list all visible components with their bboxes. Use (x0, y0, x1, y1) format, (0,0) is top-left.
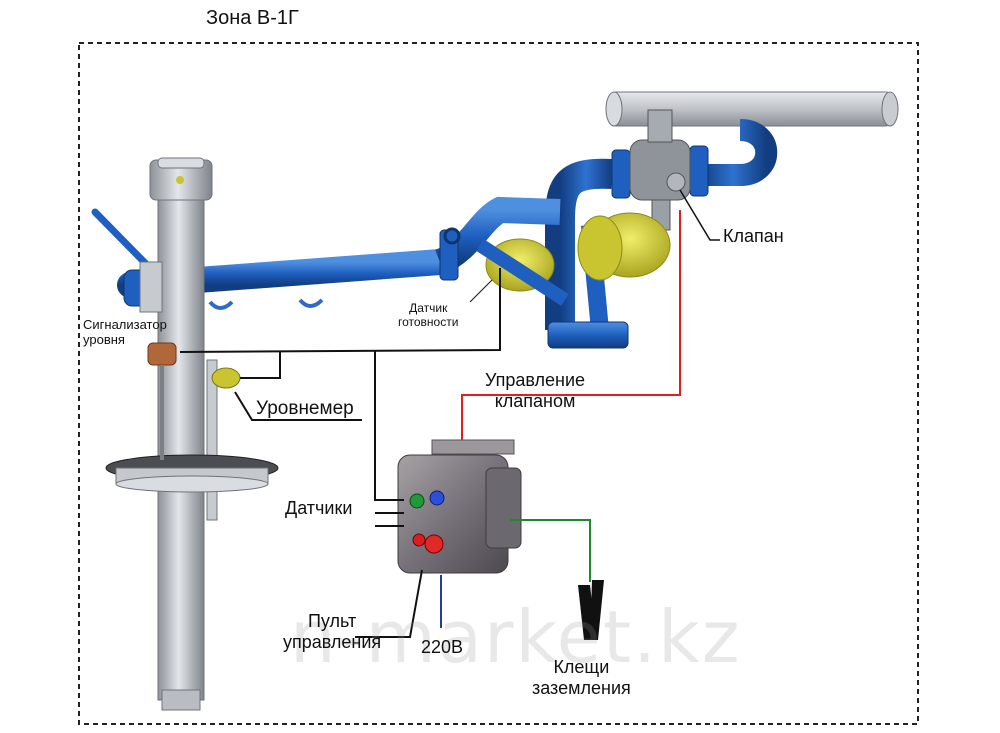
label-level-gauge: Уровнемер (256, 398, 354, 419)
overhead-pipe (605, 91, 899, 127)
level-alarm-device (147, 342, 177, 460)
riser-column (139, 157, 218, 711)
label-grounding-clamp: Клещи заземления (532, 657, 631, 698)
platform-flange (105, 454, 279, 493)
label-level-alarm: Сигнализатор уровня (83, 317, 167, 347)
zone-boundary (78, 42, 919, 725)
counterweights (485, 212, 671, 292)
label-sensors: Датчики (285, 498, 353, 518)
level-gauge-device (211, 367, 241, 389)
red-button-small (412, 533, 426, 547)
zone-title: Зона В-1Г (206, 7, 299, 29)
label-control-panel: Пульт управления (283, 611, 382, 652)
label-valve: Клапан (723, 226, 784, 246)
red-button-large (424, 534, 444, 554)
control-panel-box (397, 439, 522, 574)
blue-button (429, 490, 445, 506)
grounding-clamp (578, 580, 604, 640)
wiring (179, 189, 720, 638)
label-power-supply: 220В (421, 637, 464, 657)
label-valve-control: Управление клапаном (485, 370, 586, 411)
green-button (409, 493, 425, 509)
label-ready-sensor: Датчик готовности (398, 301, 459, 329)
